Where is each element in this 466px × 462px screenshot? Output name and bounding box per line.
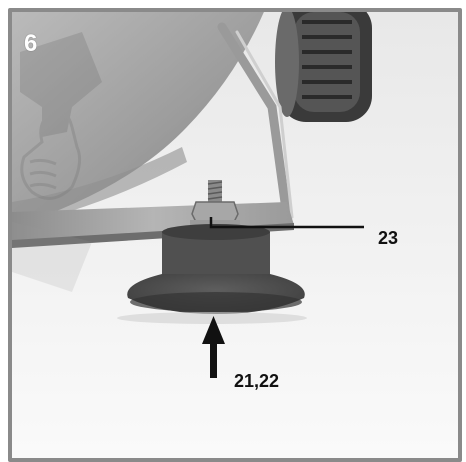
figure-number: 6 [24,30,38,57]
hopper-body [12,12,264,227]
bolt-nut [190,180,240,226]
rubber-foot [127,224,305,314]
hammer-and-thumbs-up-watermark [12,32,102,292]
callout-label-23: 23 [378,228,399,248]
wheel [275,12,372,122]
leader-line-23 [209,217,364,229]
frame-bracket [217,22,294,222]
foot-shadow [117,312,307,324]
arrow-up-icon [202,316,225,378]
callout-label-21-22: 21,22 [234,371,280,391]
figure-frame: 6 23 21,22 [8,8,462,462]
hopper-rim [12,147,187,227]
product-photo [12,12,458,458]
